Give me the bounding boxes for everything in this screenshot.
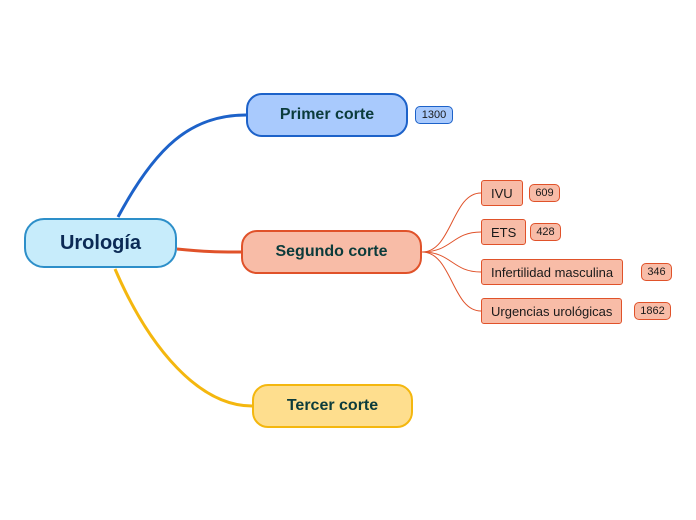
subtopic-label: IVU: [491, 185, 513, 201]
root-topic[interactable]: Urología: [24, 218, 177, 268]
topic-label: Segundo corte: [275, 243, 388, 260]
count-badge: 609: [529, 184, 560, 202]
topic-label: Tercer corte: [286, 397, 379, 414]
topic-label: Primer corte: [279, 106, 375, 123]
connector-segundo-ivu: [421, 192, 482, 253]
topic-tercer-corte[interactable]: Tercer corte: [252, 384, 413, 428]
subtopic-label: ETS: [491, 224, 517, 240]
count-badge: 1862: [634, 302, 671, 320]
topic-segundo-corte[interactable]: Segundo corte: [241, 230, 422, 274]
topic-primer-corte[interactable]: Primer corte: [246, 93, 408, 137]
connector-segundo-ets: [421, 231, 482, 253]
subtopic-ets[interactable]: ETS: [481, 219, 527, 245]
subtopic-label: Urgencias urológicas: [491, 303, 613, 319]
subtopic-ivu[interactable]: IVU: [481, 180, 523, 206]
subtopic-urgencias-urologicas[interactable]: Urgencias urológicas: [481, 298, 623, 324]
count-badge: 428: [530, 223, 561, 241]
subtopic-label: Infertilidad masculina: [491, 264, 614, 280]
connector-root-tercer-corte: [113, 268, 253, 408]
connector-segundo-urgencias: [421, 251, 482, 312]
count-badge: 1300: [415, 106, 453, 124]
connector-root-segundo-corte: [176, 247, 242, 254]
connector-root-primer-corte: [116, 113, 247, 218]
count-badge: 346: [641, 263, 672, 281]
root-topic-label: Urología: [59, 231, 142, 254]
connector-segundo-infertilidad: [421, 251, 482, 273]
subtopic-infertilidad-masculina[interactable]: Infertilidad masculina: [481, 259, 624, 285]
